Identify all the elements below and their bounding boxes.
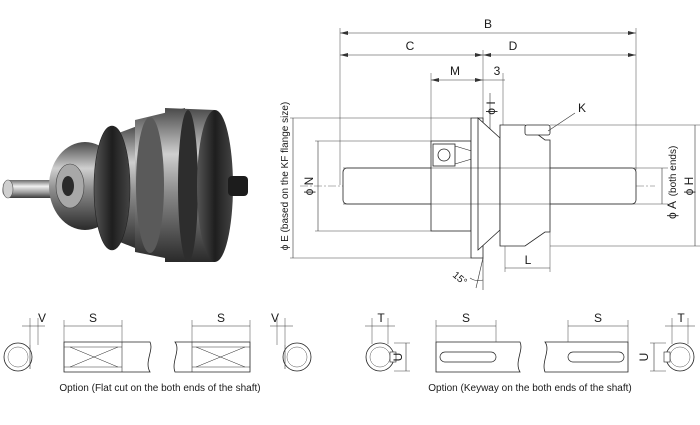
dim-angle-label: 15° <box>450 270 469 288</box>
dim-phi-H-label: ϕ H <box>682 177 696 196</box>
dim-K-label: K <box>578 101 586 115</box>
dim-3-label: 3 <box>494 64 501 78</box>
keyway-option-caption: Option (Keyway on the both ends of the s… <box>428 383 631 394</box>
dim-both-ends-label: (both ends) <box>668 146 679 197</box>
dim-phi-A-label: ϕ A <box>665 201 679 219</box>
flat-option-caption: Option (Flat cut on the both ends of the… <box>59 383 260 394</box>
dim-C-label: C <box>406 39 415 53</box>
main-section-drawing: B C D M 3 ϕ I K ϕ N ϕ E (based on the KF… <box>280 17 700 290</box>
product-photo <box>2 108 248 262</box>
keyway-S-left-label: S <box>462 311 470 325</box>
dim-phi-I-label: ϕ I <box>484 101 498 114</box>
option-flat-cut: V S S V Option (Flat cut on the both end… <box>3 311 312 394</box>
keyway-U-right-label: U <box>637 353 651 362</box>
keyway-T-left-label: T <box>377 311 385 325</box>
dim-L-label: L <box>525 253 532 267</box>
option-keyway: T U S S U T Option (Keyway on the both e… <box>365 311 695 394</box>
keyway-U-left-label: U <box>391 353 405 362</box>
keyway-T-right-label: T <box>677 311 685 325</box>
flat-S-left-label: S <box>89 311 97 325</box>
keyway-S-right-label: S <box>594 311 602 325</box>
dim-D-label: D <box>509 39 518 53</box>
flat-S-right-label: S <box>217 311 225 325</box>
flat-V-right-label: V <box>271 311 279 325</box>
flat-V-left-label: V <box>38 311 46 325</box>
dim-B-label: B <box>484 17 492 31</box>
dim-M-label: M <box>450 64 460 78</box>
dim-phi-N-label: ϕ N <box>302 177 316 196</box>
dim-phi-E-label: ϕ E (based on the KF flange size) <box>280 102 291 250</box>
